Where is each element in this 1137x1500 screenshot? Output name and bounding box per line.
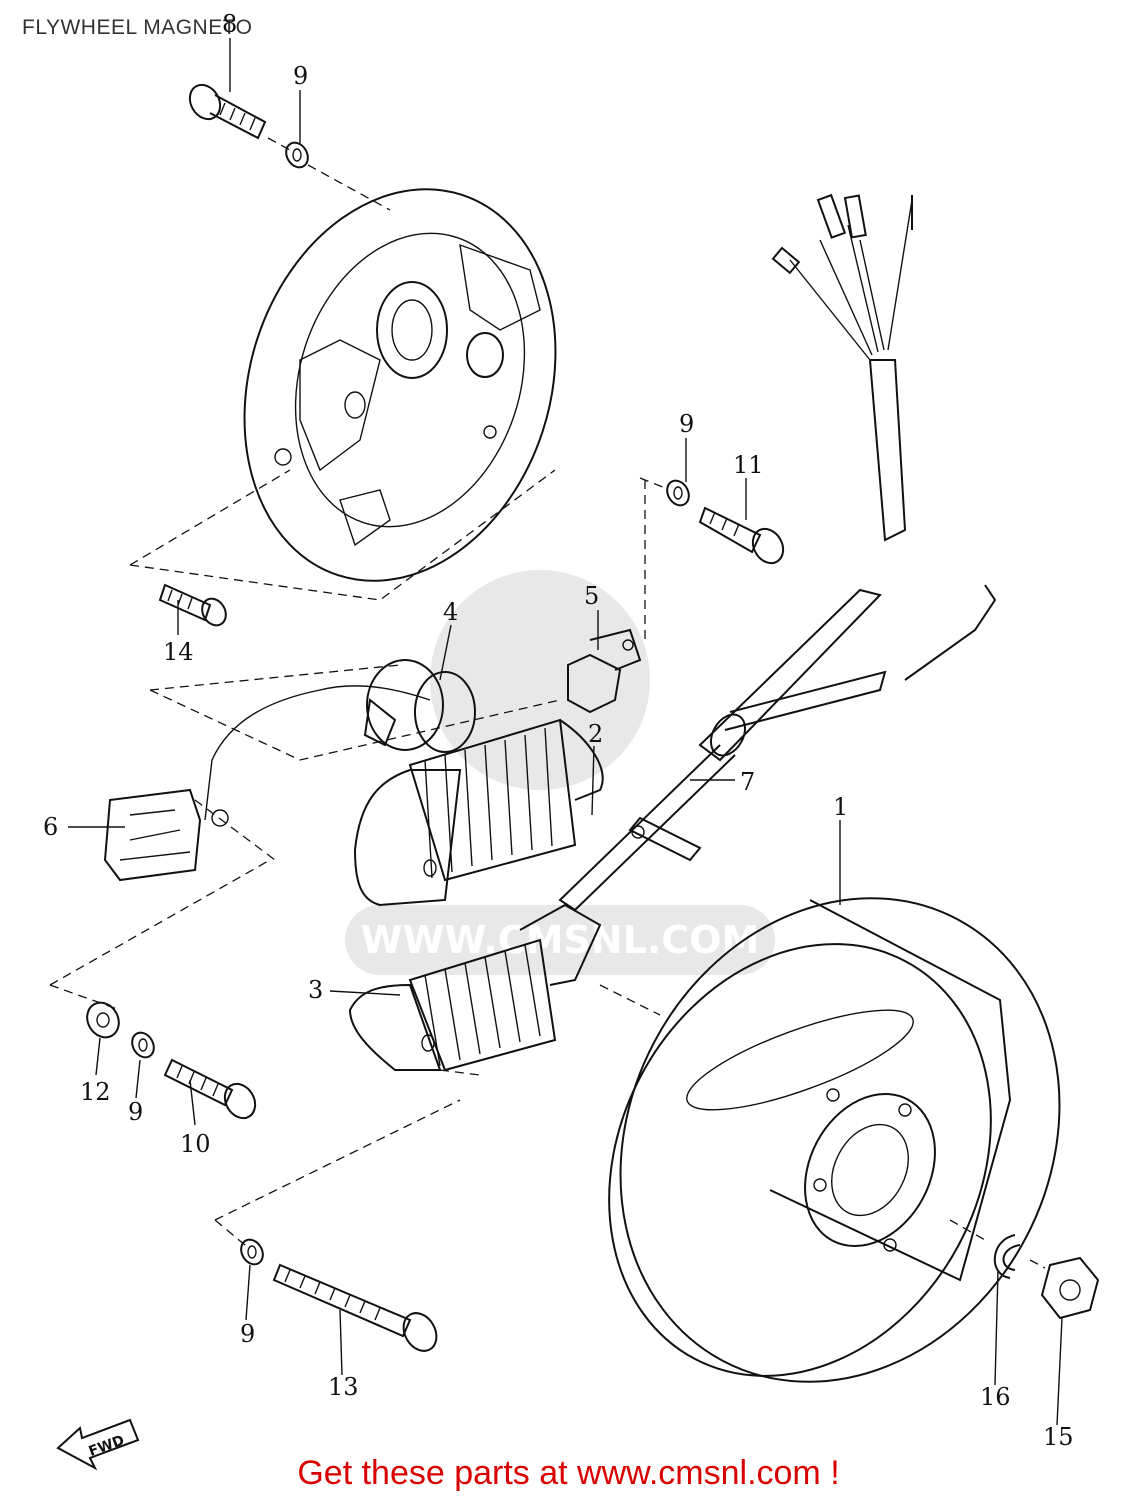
charging-coil-2: [353, 718, 604, 907]
screw-8: [188, 83, 267, 140]
screw-11: [698, 506, 785, 565]
footer-link[interactable]: Get these parts at www.cmsnl.com !: [297, 1454, 840, 1492]
washer-12: [86, 1001, 120, 1039]
cms-watermark: WWW.CMSNL.COM: [345, 570, 775, 975]
snap-ring-16: [993, 1234, 1021, 1279]
callout-12: 12: [80, 1078, 111, 1106]
washer-9-left: [131, 1031, 155, 1059]
pickup-coil-4: [319, 659, 476, 753]
callout-2: 2: [588, 720, 603, 748]
washer-9-top: [285, 141, 309, 169]
callout-5: 5: [584, 582, 599, 610]
nut-15: [1040, 1256, 1100, 1320]
callout-16: 16: [980, 1383, 1011, 1411]
flywheel-rotor-1: [608, 897, 1061, 1383]
callout-labels: 8 9 9 11 5 14 4 2 6 7 1 3 12 9 10 9 13 1…: [43, 10, 1074, 1451]
washer-9-right: [666, 479, 690, 507]
screw-14: [158, 583, 227, 627]
callout-8: 8: [222, 10, 237, 38]
screw-10: [163, 1058, 257, 1120]
screw-13: [272, 1263, 438, 1352]
stator-base-plate: [243, 188, 557, 582]
callout-9-top: 9: [293, 62, 308, 90]
leader-lines: [68, 38, 1063, 1426]
callout-7: 7: [740, 768, 755, 796]
callout-14: 14: [163, 638, 194, 666]
part-5-condenser: [567, 628, 642, 714]
callout-1: 1: [833, 793, 848, 821]
callout-9-bottom: 9: [240, 1320, 255, 1348]
callout-6: 6: [43, 813, 58, 841]
callout-4: 4: [443, 598, 458, 626]
callout-3: 3: [308, 976, 323, 1004]
wiring-harness: [558, 193, 997, 912]
callout-11: 11: [733, 451, 764, 479]
watermark-text: WWW.CMSNL.COM: [361, 918, 760, 962]
contact-breaker-6: [103, 689, 321, 882]
callout-13: 13: [328, 1373, 359, 1401]
callout-10: 10: [180, 1130, 211, 1158]
callout-9-left: 9: [128, 1098, 143, 1126]
callout-9-right: 9: [679, 410, 694, 438]
callout-15: 15: [1043, 1423, 1074, 1451]
part-7-clamp: [628, 816, 702, 862]
washer-9-bottom: [240, 1238, 264, 1266]
page-title: FLYWHEEL MAGNETO: [22, 16, 253, 39]
